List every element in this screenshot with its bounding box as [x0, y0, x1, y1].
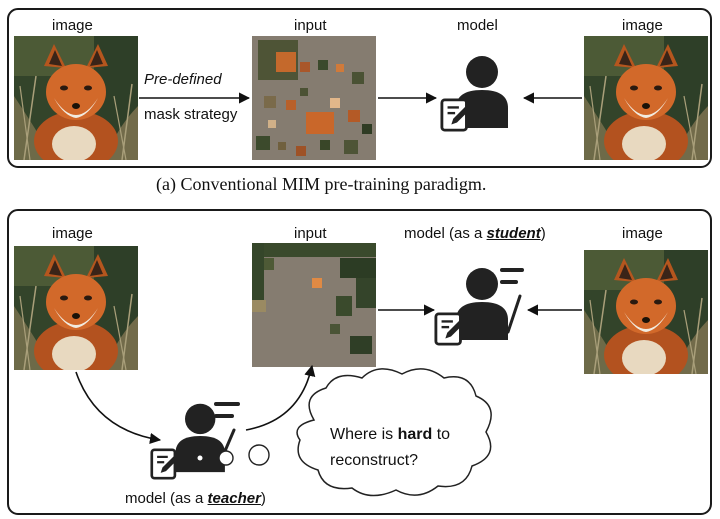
person-silhouette-icon	[456, 268, 508, 340]
edit-document-icon	[150, 448, 182, 480]
thought-text-line2: reconstruct?	[330, 452, 419, 469]
arrow-image-to-teacher	[75, 371, 162, 444]
image-label-left-a: image	[52, 17, 93, 34]
thought-bold-word: hard	[397, 426, 433, 443]
masked-input-image-b	[252, 243, 376, 367]
student-model-icon	[434, 268, 524, 346]
teacher-model-label: model (as a teacher)	[125, 490, 266, 507]
student-label-prefix: model (as a	[404, 225, 487, 242]
speech-lines-icon	[500, 268, 524, 334]
fox-image-left-b	[14, 246, 138, 370]
edit-document-icon	[434, 312, 468, 346]
fox-image-right-b	[584, 250, 708, 374]
input-label-b: input	[294, 225, 327, 242]
image-label-right-b: image	[622, 225, 663, 242]
pointer-dot	[197, 455, 203, 461]
student-model-label: model (as a student)	[404, 225, 546, 242]
thought-suffix: to	[432, 426, 451, 443]
student-label-suffix: )	[540, 225, 546, 242]
edit-document-icon	[440, 98, 474, 132]
teacher-label-prefix: model (as a	[125, 490, 208, 507]
masked-input-image-a	[252, 36, 376, 160]
model-icon-a	[440, 56, 508, 132]
panel-a-frame	[7, 8, 712, 168]
mask-strategy-label-line1: Pre-defined	[144, 71, 222, 88]
image-label-left-b: image	[52, 225, 93, 242]
panel-b-frame	[7, 209, 712, 515]
thought-text-line1: Where is hard to	[330, 426, 450, 444]
image-label-right-a: image	[622, 17, 663, 34]
teacher-model-icon	[150, 402, 240, 480]
teacher-label-word: teacher	[207, 490, 261, 507]
teacher-label-suffix: )	[260, 490, 266, 507]
fox-image-right-a	[584, 36, 708, 160]
thought-cloud	[296, 368, 492, 497]
fox-image-left-a	[14, 36, 138, 160]
model-label-a: model	[457, 17, 498, 34]
thought-bubble-small	[218, 450, 234, 466]
thought-bubble-medium	[248, 444, 270, 466]
arrow-teacher-to-input	[245, 364, 316, 431]
student-label-word: student	[486, 225, 541, 242]
mask-strategy-label-line2: mask strategy	[144, 106, 238, 123]
thought-prefix: Where is	[330, 426, 398, 443]
caption-panel-a: (a) Conventional MIM pre-training paradi…	[156, 174, 487, 194]
input-label-a: input	[294, 17, 327, 34]
person-silhouette-icon	[175, 403, 225, 473]
